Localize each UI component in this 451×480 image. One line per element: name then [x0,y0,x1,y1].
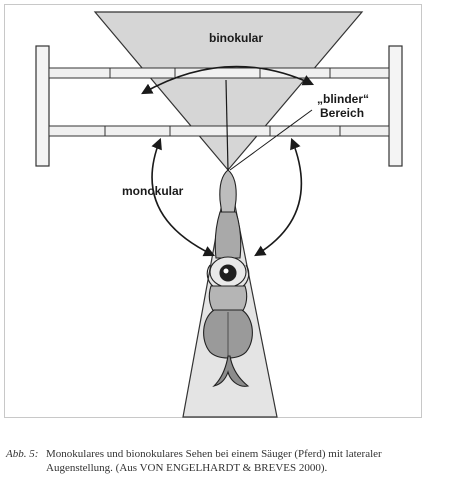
fence-rail-top [48,67,390,79]
figure-caption: Abb. 5: Monokulares und bionokulares Sehe… [6,447,451,475]
label-monocular: monokular [122,184,184,198]
binocular-arc [141,65,315,95]
label-blind-line1: „blinder“ [317,92,369,106]
fence-post-right [388,45,403,167]
caption-line-2: Augenstellung. (Aus VON ENGELHARDT & BRE… [46,462,328,474]
fence-rail-bottom [48,125,390,137]
monocular-arc-left [151,137,216,257]
monocular-arc-right [254,137,303,257]
label-blind-line2: Bereich [320,106,364,120]
label-binocular: binokular [209,31,263,45]
blind-wedge-left [225,79,229,171]
fence-post-left [35,45,50,167]
horse-illustration [203,169,253,388]
caption-line-1: Monokulares und bionokulares Sehen bei e… [46,448,382,460]
caption-label: Abb. 5: [6,448,39,460]
